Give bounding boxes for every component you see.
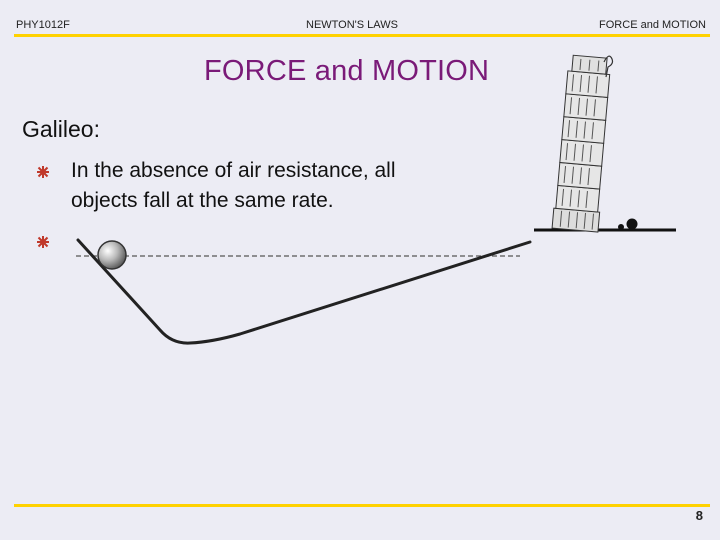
footer-divider: [14, 504, 710, 507]
light-ball: [618, 224, 624, 230]
heavy-ball: [627, 219, 638, 230]
page-number: 8: [696, 508, 703, 523]
